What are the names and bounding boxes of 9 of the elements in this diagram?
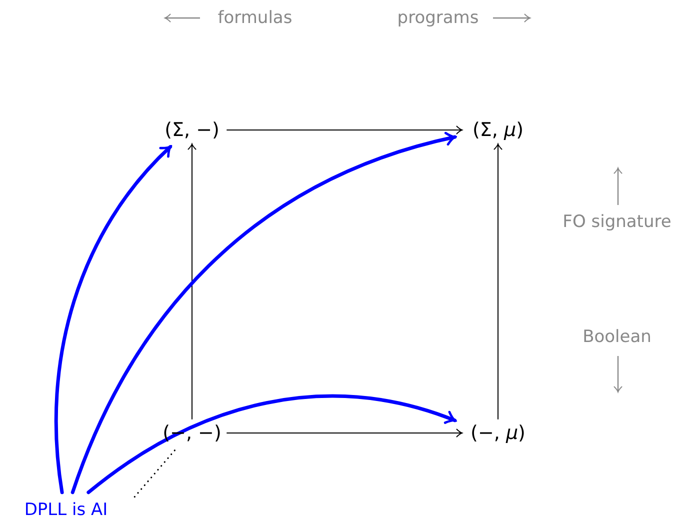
- side-label: FO signature: [562, 212, 672, 232]
- math-label: (Σ, −): [164, 119, 220, 141]
- axis-label: programs: [397, 8, 479, 28]
- dotted-line: [134, 449, 176, 498]
- math-label: (Σ, μ): [472, 119, 524, 141]
- node-label: DPLL is AI: [24, 500, 108, 520]
- axis-label: formulas: [218, 8, 292, 28]
- math-label: (−, μ): [470, 422, 526, 444]
- side-label: Boolean: [582, 327, 652, 347]
